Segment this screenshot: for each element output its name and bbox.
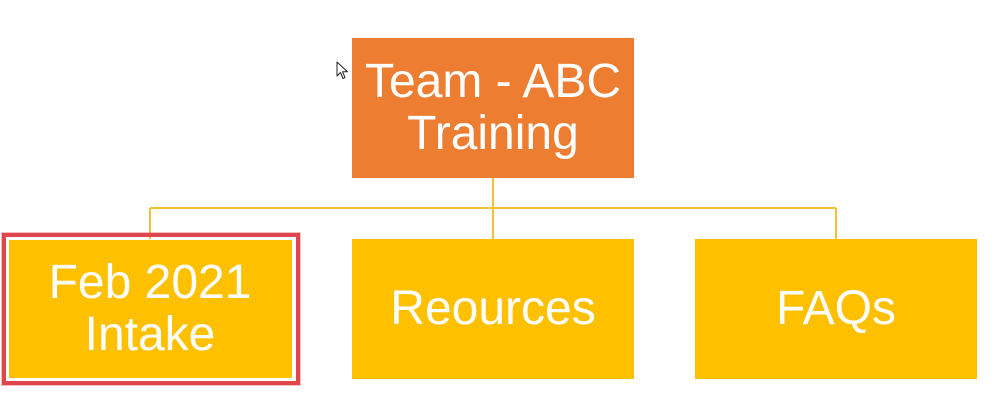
- root-node-team-abc-training[interactable]: Team - ABC Training: [352, 38, 634, 178]
- root-node-label: Team - ABC Training: [364, 55, 622, 160]
- child-node-faqs[interactable]: FAQs: [695, 239, 977, 379]
- child-node-feb-2021-intake[interactable]: Feb 2021 Intake: [8, 239, 292, 379]
- mouse-pointer-icon: [336, 61, 348, 79]
- child-node-label: FAQs: [775, 282, 897, 336]
- child-node-label: Feb 2021 Intake: [48, 256, 252, 361]
- child-node-label: Reources: [390, 282, 596, 336]
- child-node-reources[interactable]: Reources: [352, 239, 634, 379]
